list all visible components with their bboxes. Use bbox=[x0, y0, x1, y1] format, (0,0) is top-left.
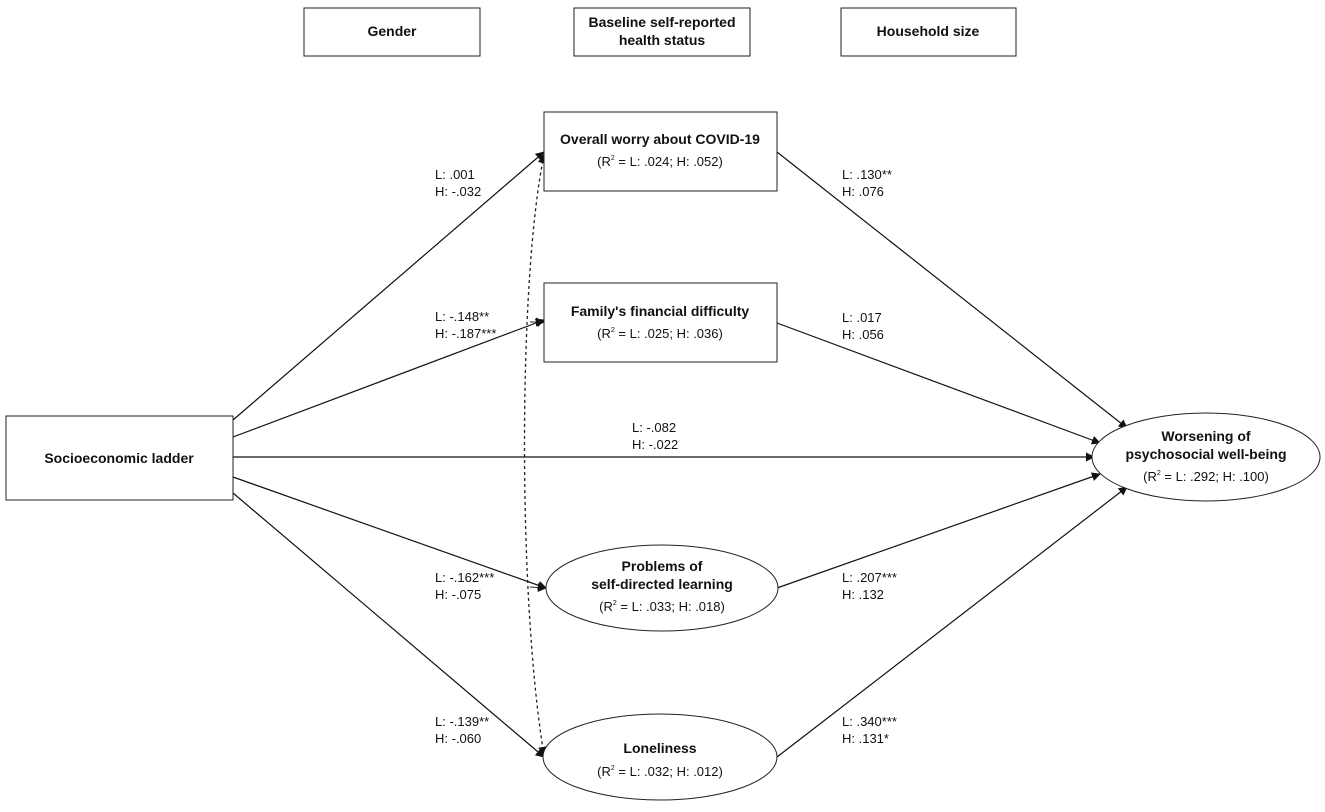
path-financial-outcome bbox=[776, 322, 1101, 445]
coef-ses-outcome: L: -.082 H: -.022 bbox=[632, 420, 678, 452]
path-learning-outcome bbox=[776, 472, 1101, 589]
coef-ses-outcome-l: L: -.082 bbox=[632, 420, 676, 435]
covariate-gender-label: Gender bbox=[367, 23, 417, 39]
covariate-baseline-health-label-line2: health status bbox=[619, 32, 706, 48]
coef-ses-financial-l: L: -.148** bbox=[435, 309, 489, 324]
coef-ses-loneliness-h: H: -.060 bbox=[435, 731, 481, 746]
coef-loneliness-outcome: L: .340*** H: .131* bbox=[842, 714, 897, 746]
coef-ses-learning-h: H: -.075 bbox=[435, 587, 481, 602]
coef-financial-outcome-h: H: .056 bbox=[842, 327, 884, 342]
covariate-baseline-health-label-line1: Baseline self-reported bbox=[588, 14, 735, 30]
node-covid-worry: Overall worry about COVID-19 (R2 = L: .0… bbox=[543, 111, 778, 192]
path-ses-learning bbox=[232, 476, 547, 590]
node-psychosocial-outcome-r2: (R2 = L: .292; H: .100) bbox=[1143, 469, 1269, 484]
mediator-correlation-curve bbox=[523, 154, 548, 756]
node-loneliness-label: Loneliness bbox=[623, 740, 696, 756]
node-psychosocial-outcome-label-line1: Worsening of bbox=[1161, 428, 1251, 444]
node-socioeconomic-ladder-label: Socioeconomic ladder bbox=[44, 450, 194, 466]
coef-ses-outcome-h: H: -.022 bbox=[632, 437, 678, 452]
covariate-baseline-health: Baseline self-reported health status bbox=[573, 7, 751, 57]
node-psychosocial-outcome-label-line2: psychosocial well-being bbox=[1125, 446, 1286, 462]
node-self-directed-learning-label-line1: Problems of bbox=[622, 558, 703, 574]
path-ses-financial bbox=[232, 318, 545, 438]
coef-ses-loneliness: L: -.139** H: -.060 bbox=[435, 714, 489, 746]
path-worry-outcome bbox=[776, 151, 1128, 429]
coef-financial-outcome: L: .017 H: .056 bbox=[842, 310, 884, 342]
node-financial-difficulty-label: Family's financial difficulty bbox=[571, 303, 750, 319]
coef-ses-learning-l: L: -.162*** bbox=[435, 570, 494, 585]
path-loneliness-outcome bbox=[776, 486, 1128, 758]
path-ses-loneliness bbox=[232, 492, 545, 758]
coef-worry-outcome-l: L: .130** bbox=[842, 167, 892, 182]
coef-ses-worry-l: L: .001 bbox=[435, 167, 475, 182]
covariate-household-size-label: Household size bbox=[877, 23, 980, 39]
coef-learning-outcome-l: L: .207*** bbox=[842, 570, 897, 585]
node-covid-worry-label: Overall worry about COVID-19 bbox=[560, 131, 760, 147]
coef-ses-learning: L: -.162*** H: -.075 bbox=[435, 570, 494, 602]
node-financial-difficulty-r2: (R2 = L: .025; H: .036) bbox=[597, 326, 723, 341]
coef-worry-outcome: L: .130** H: .076 bbox=[842, 167, 892, 199]
node-loneliness: Loneliness (R2 = L: .032; H: .012) bbox=[542, 713, 778, 801]
coef-loneliness-outcome-l: L: .340*** bbox=[842, 714, 897, 729]
node-self-directed-learning-label-line2: self-directed learning bbox=[591, 576, 733, 592]
node-loneliness-r2: (R2 = L: .032; H: .012) bbox=[597, 764, 723, 779]
coef-loneliness-outcome-h: H: .131* bbox=[842, 731, 889, 746]
coef-ses-financial: L: -.148** H: -.187*** bbox=[435, 309, 496, 341]
covariate-gender: Gender bbox=[303, 7, 481, 57]
node-psychosocial-outcome: Worsening of psychosocial well-being (R2… bbox=[1091, 412, 1321, 502]
coef-worry-outcome-h: H: .076 bbox=[842, 184, 884, 199]
coef-learning-outcome-h: H: .132 bbox=[842, 587, 884, 602]
node-covid-worry-r2: (R2 = L: .024; H: .052) bbox=[597, 154, 723, 169]
coef-ses-financial-h: H: -.187*** bbox=[435, 326, 496, 341]
coef-learning-outcome: L: .207*** H: .132 bbox=[842, 570, 897, 602]
coef-ses-worry-h: H: -.032 bbox=[435, 184, 481, 199]
node-self-directed-learning-r2: (R2 = L: .033; H: .018) bbox=[599, 599, 725, 614]
coef-ses-loneliness-l: L: -.139** bbox=[435, 714, 489, 729]
covariate-household-size: Household size bbox=[840, 7, 1017, 57]
coef-ses-worry: L: .001 H: -.032 bbox=[435, 167, 481, 199]
path-ses-worry bbox=[232, 151, 545, 421]
node-financial-difficulty: Family's financial difficulty (R2 = L: .… bbox=[543, 282, 778, 363]
node-socioeconomic-ladder: Socioeconomic ladder bbox=[5, 415, 234, 501]
coef-financial-outcome-l: L: .017 bbox=[842, 310, 882, 325]
node-self-directed-learning: Problems of self-directed learning (R2 =… bbox=[545, 544, 779, 632]
